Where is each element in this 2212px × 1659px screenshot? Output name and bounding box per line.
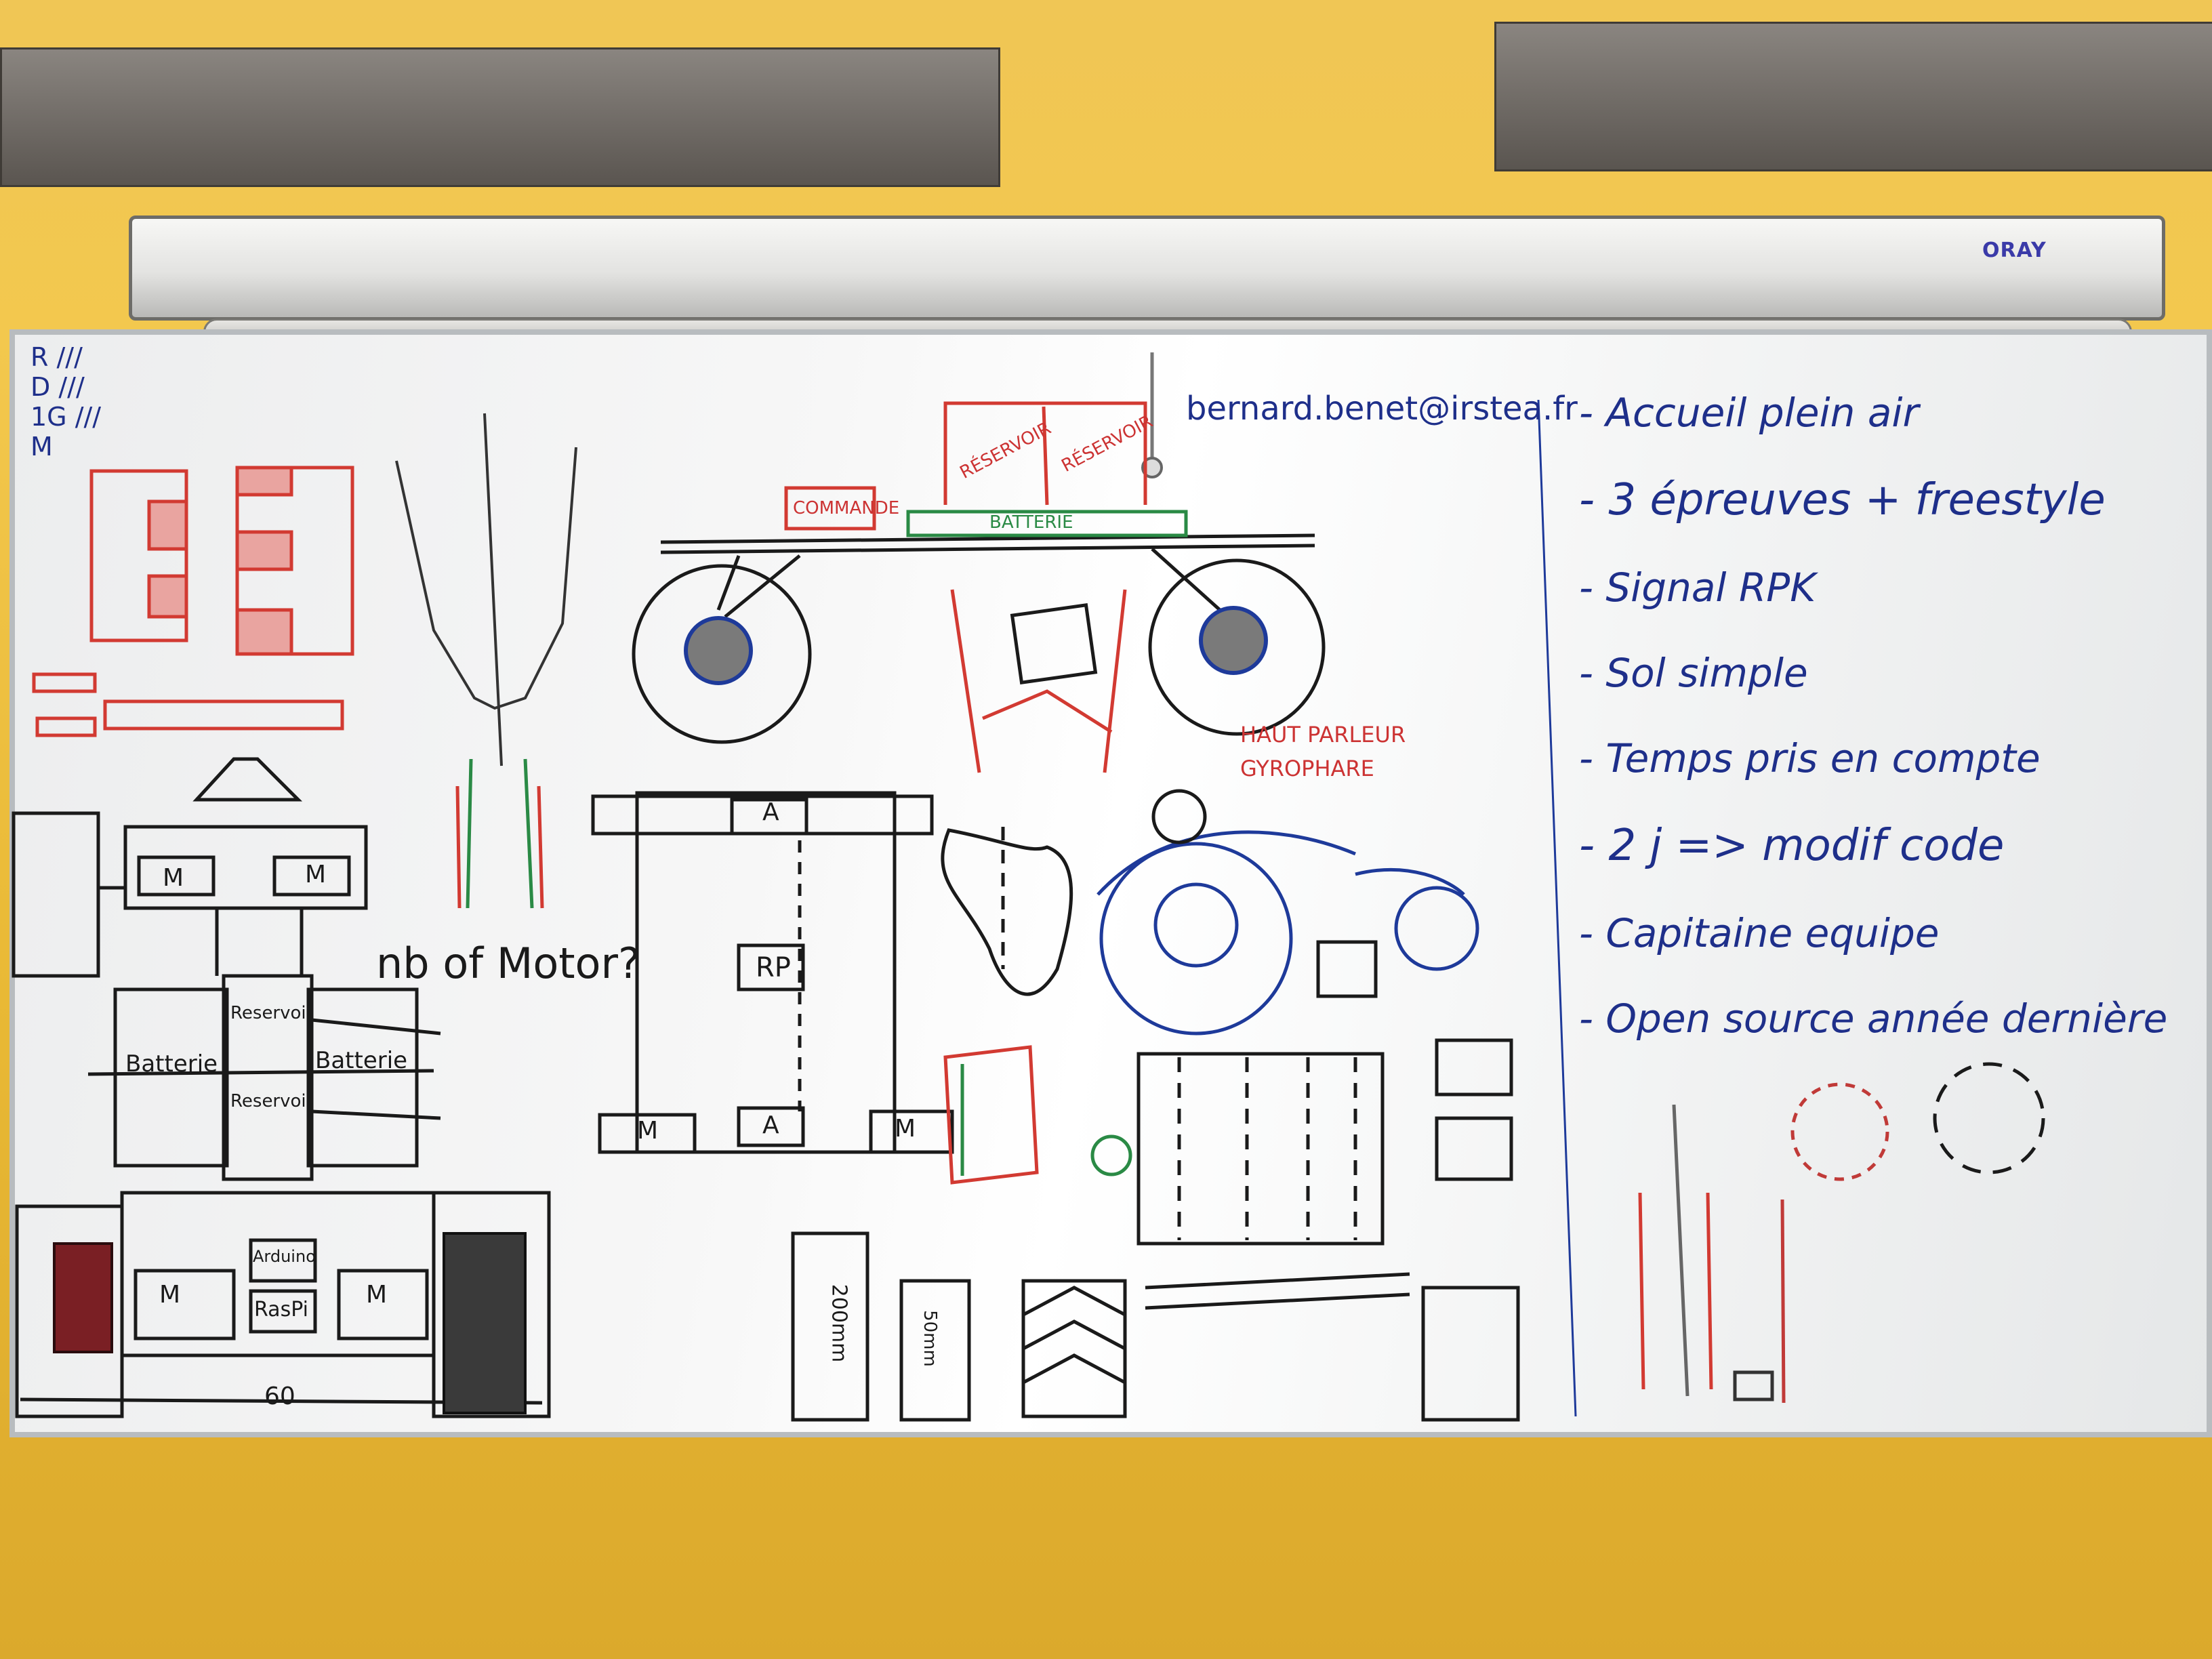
robot-side-view-sketch — [632, 533, 1326, 744]
label-width: 60 — [264, 1382, 295, 1410]
board-divider — [1537, 399, 1577, 1417]
label-raspi: RasPi — [254, 1298, 308, 1322]
field-lanes-sketch — [791, 1038, 1520, 1422]
projector-brand: ORAY — [1982, 239, 2047, 262]
label-rp: RP — [756, 952, 791, 983]
green-red-legs-sketch — [455, 758, 544, 909]
robot-top-view-sketch — [12, 757, 551, 1418]
board-email: bernard.benet@irstea.fr — [1186, 390, 1578, 428]
label-batterie: Batterie — [315, 1047, 408, 1074]
right-motor-sketch — [1199, 606, 1268, 675]
blue-wheel-sketch — [1097, 830, 1479, 1036]
note-item: - Accueil plein air — [1579, 390, 1919, 436]
branch-sketch — [395, 413, 577, 766]
label-reservoir: Reservoir — [230, 1003, 314, 1023]
tally-item: 1G /// — [30, 402, 102, 432]
motor-question: nb of Motor? — [376, 939, 640, 988]
projector-screen-case — [129, 216, 2165, 321]
label-arduino: Arduino — [253, 1247, 316, 1266]
note-item: - Sol simple — [1579, 650, 1808, 696]
label-reservoir: Reservoir — [230, 1091, 314, 1111]
label-m: M — [637, 1117, 659, 1145]
label-a: A — [762, 798, 779, 826]
tally-list: R /// D /// 1G /// M — [30, 342, 101, 462]
note-item: - Temps pris en compte — [1579, 735, 2041, 781]
label-size-200: 200mm — [827, 1284, 851, 1363]
label-m: M — [159, 1281, 181, 1309]
note-item: - Signal RPK — [1579, 565, 1816, 611]
label-commande: COMMANDE — [793, 498, 900, 518]
small-wheel-sketch — [1151, 789, 1207, 844]
label-batterie: Batterie — [125, 1050, 218, 1078]
notes-list: - Accueil plein air - 3 épreuves + frees… — [1579, 390, 2167, 1042]
right-circle-sketch — [1638, 1062, 2045, 1404]
note-item: - Open source année dernière — [1579, 996, 2168, 1042]
left-motor-sketch — [684, 616, 753, 685]
label-size-50: 50mm — [919, 1310, 940, 1367]
red-green-bumper-sketch — [943, 1045, 1132, 1185]
label-gyrophare: GYROPHARE — [1240, 756, 1374, 781]
tally-item: D /// — [30, 372, 85, 402]
note-item: - Capitaine equipe — [1579, 910, 1940, 956]
label-m: M — [366, 1281, 388, 1309]
red-wheel-sketch — [53, 1242, 113, 1353]
label-m: M — [305, 861, 327, 888]
label-m: M — [895, 1115, 916, 1143]
label-a: A — [762, 1111, 779, 1139]
label-m: M — [163, 864, 184, 892]
tally-item: M — [30, 432, 53, 462]
label-batterie-top: BATTERIE — [989, 512, 1073, 533]
battery-sketch — [906, 510, 1188, 537]
label-haut-parleur: HAUT PARLEUR — [1240, 722, 1406, 747]
tally-item: R /// — [30, 342, 83, 372]
small-box-sketch — [1316, 940, 1378, 998]
note-item: - 3 épreuves + freestyle — [1579, 475, 2106, 525]
red-block-sketch — [32, 466, 354, 737]
chassis-sketch — [591, 791, 1073, 1154]
ceiling-light-right — [1494, 22, 2212, 171]
red-components-sketch — [784, 401, 1147, 773]
ceiling-light-left — [0, 47, 1000, 187]
note-item: - 2 j => modif code — [1579, 821, 2005, 871]
black-wheel-sketch — [443, 1232, 527, 1414]
screen-pull-handle — [1141, 457, 1163, 478]
